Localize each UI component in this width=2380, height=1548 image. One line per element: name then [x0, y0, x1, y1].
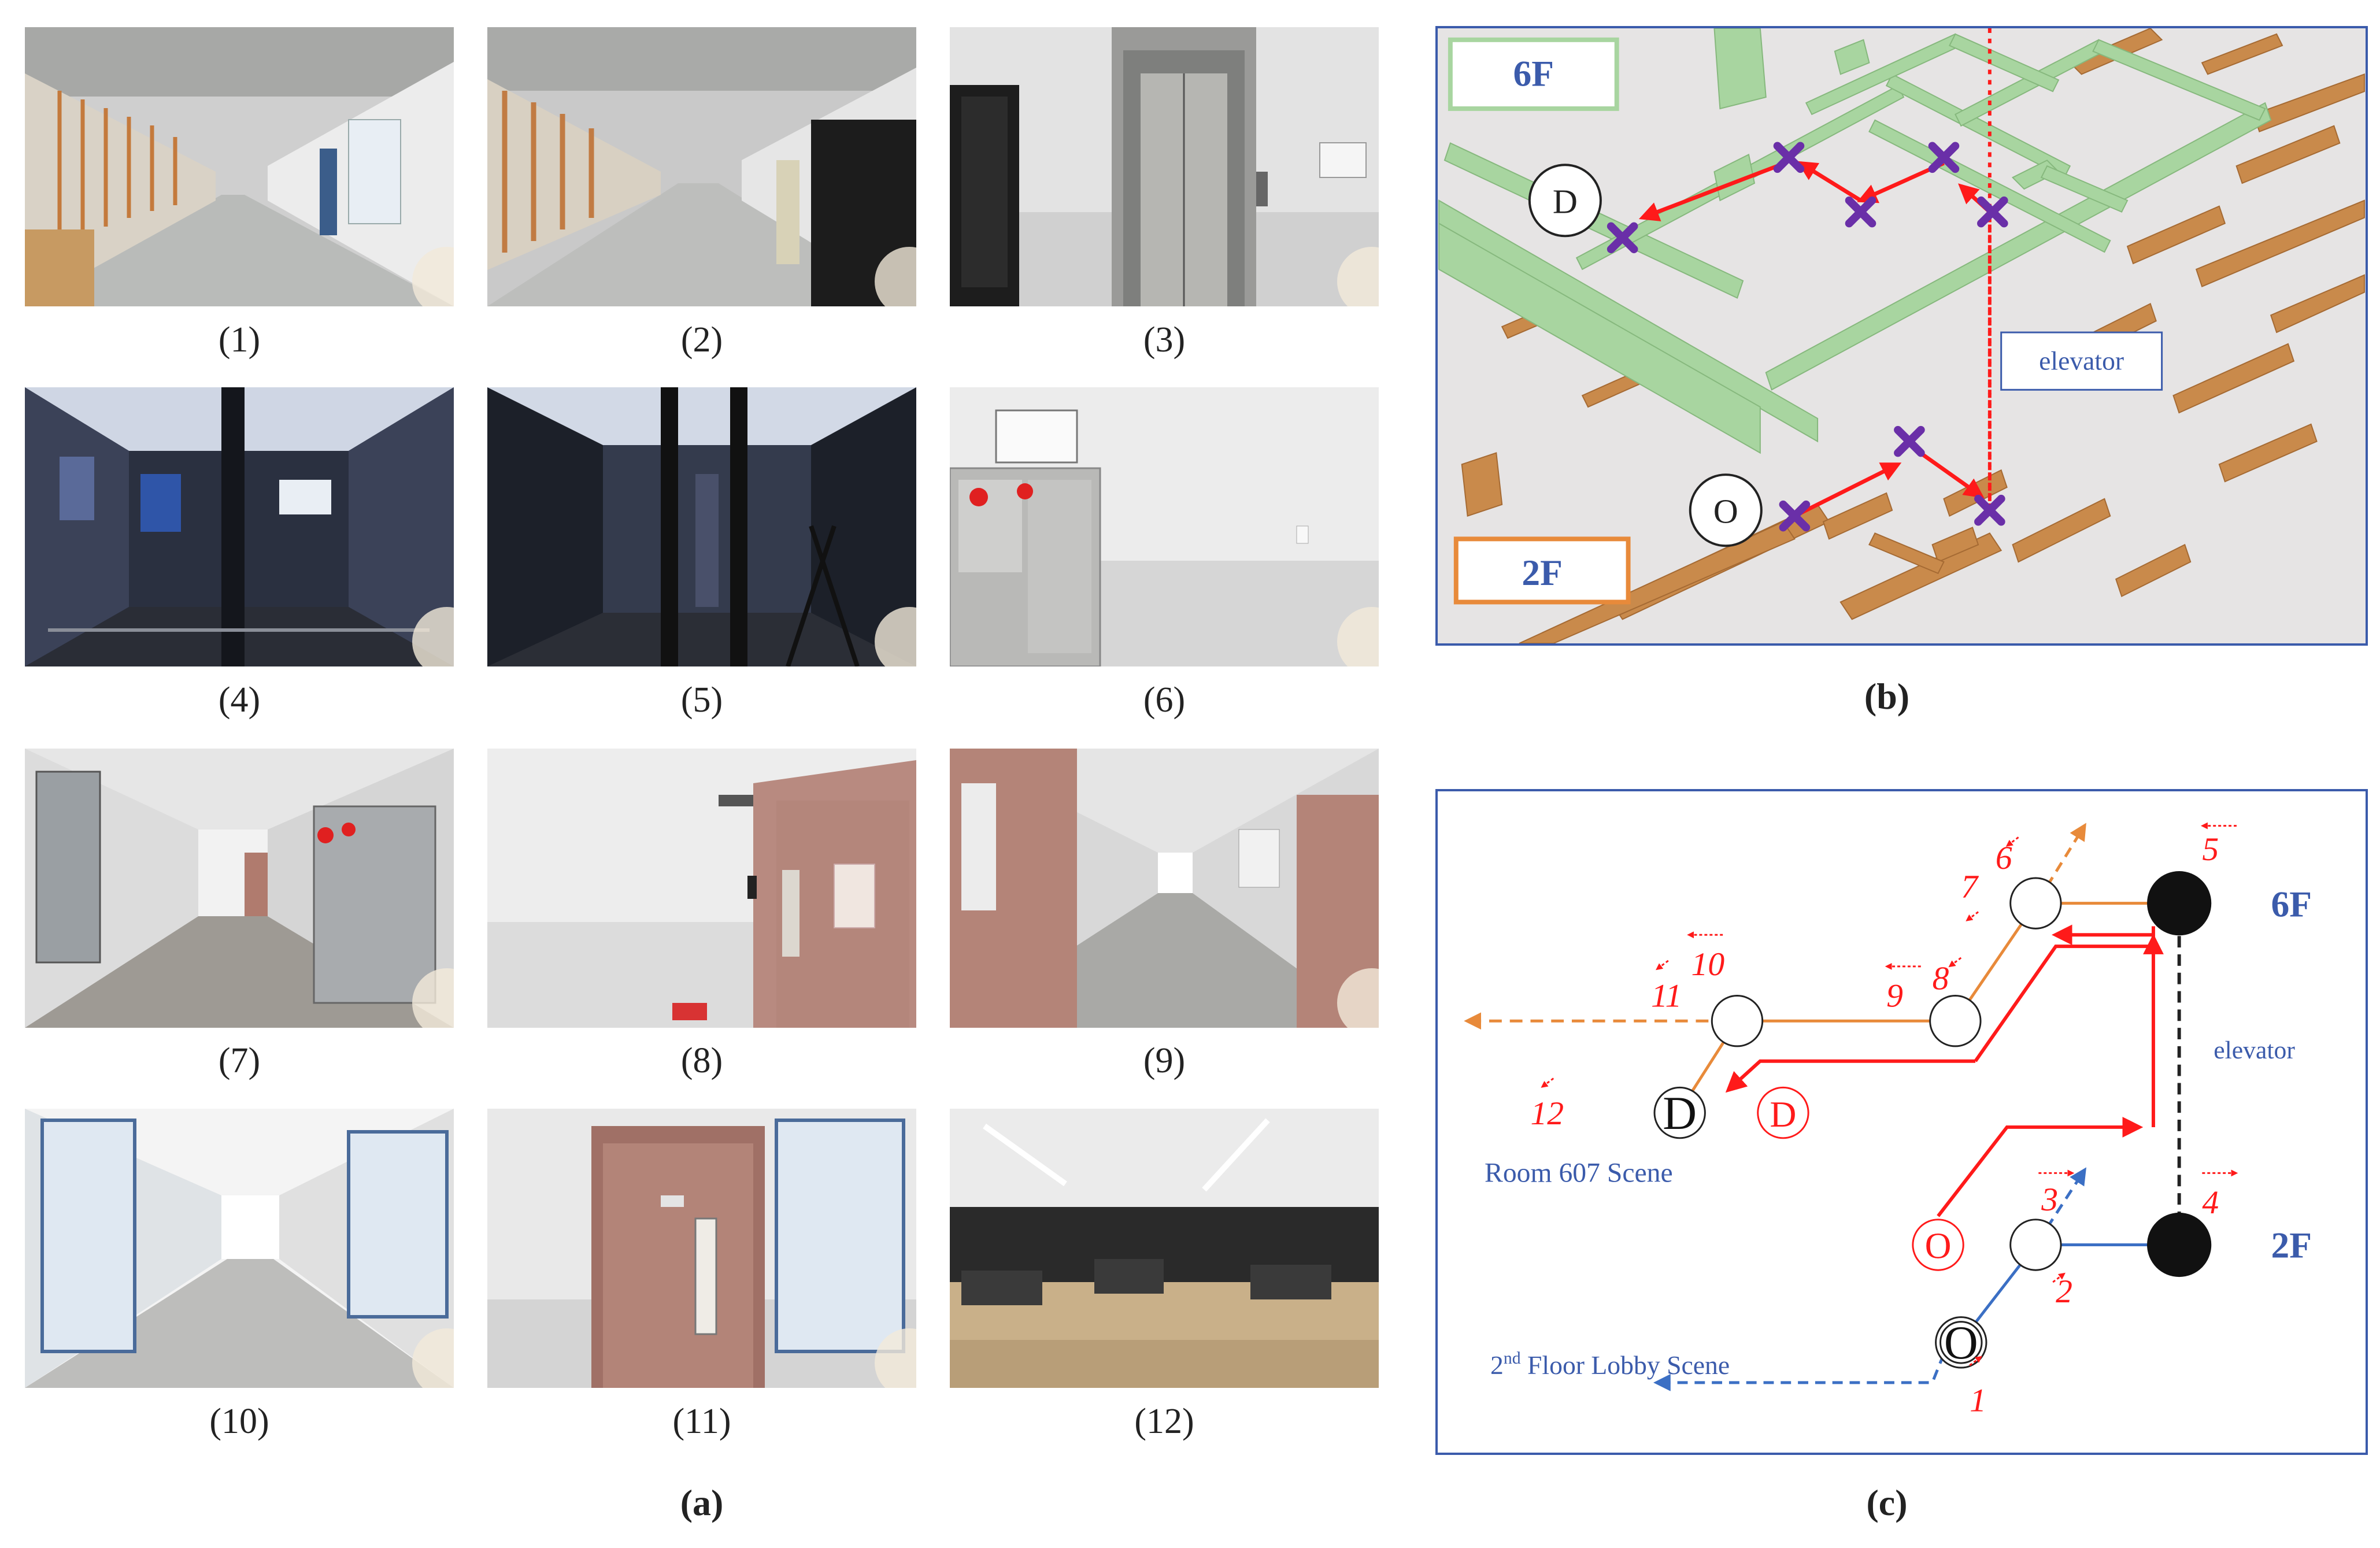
- upper-floor-walls: [1438, 28, 2272, 454]
- photo-caption: (9): [1143, 1041, 1186, 1080]
- upper-floor-edges: [1464, 823, 2179, 1094]
- photo-4-elevator-interior: [25, 387, 454, 666]
- lower-floor-edges: [1653, 1167, 2179, 1391]
- destination-label: D: [1553, 183, 1578, 221]
- photo-caption: (10): [209, 1402, 269, 1441]
- panel-b-label: (b): [1864, 676, 1910, 717]
- node-origin: [1935, 1316, 1987, 1369]
- photo-5-elevator-interior: [487, 387, 916, 666]
- label-box-2f: [1453, 536, 1631, 605]
- origin-red-label: O: [1925, 1225, 1952, 1266]
- svg-text:12: 12: [1530, 1095, 1564, 1132]
- panel-c-label: (c): [1866, 1482, 1908, 1523]
- graph-elevator-label: elevator: [2214, 1036, 2295, 1064]
- svg-text:7: 7: [1961, 869, 1979, 905]
- floor-model-svg: 6F 2F elevator: [1438, 28, 2365, 643]
- step-labels: 1 2 3 4 5 6 7 8 9 10 11 12: [1530, 831, 2219, 1419]
- dest-red-label: D: [1770, 1094, 1796, 1135]
- photo-caption: (2): [680, 320, 723, 360]
- elevator-label-box: [2000, 331, 2163, 391]
- dest-black-label: D: [1663, 1087, 1697, 1139]
- node-destination: [1653, 1086, 1706, 1139]
- node-6f-elevator: [2147, 871, 2212, 936]
- panel-b-floor-model: 6F 2F elevator: [1435, 26, 2368, 646]
- step-direction-arrows: [1541, 822, 2238, 1366]
- label-box-6f: [1448, 37, 1619, 111]
- node-2f-elevator: [2147, 1212, 2212, 1277]
- svg-text:11: 11: [1651, 977, 1682, 1014]
- photo-1-corridor: [25, 27, 454, 306]
- photo-caption: (11): [672, 1402, 731, 1441]
- route-segment-upper-a: [1974, 926, 2155, 1062]
- svg-text:1: 1: [1970, 1383, 1986, 1419]
- floor-label-2f: 2F: [1522, 552, 1563, 593]
- panel-c-route-graph: D D O O 6F 2F elevator Room 607 Scene 2n…: [1435, 789, 2368, 1455]
- photo-caption: (7): [218, 1041, 261, 1080]
- destination-marker: [1528, 164, 1602, 238]
- photo-9-long-hallway: [950, 749, 1379, 1028]
- room-scene-label: Room 607 Scene: [1485, 1158, 1673, 1188]
- svg-text:6: 6: [1996, 840, 2012, 876]
- photo-7-hallway: [25, 749, 454, 1028]
- svg-text:8: 8: [1933, 961, 1949, 997]
- node-6f-hall: [1929, 995, 1982, 1047]
- graph-floor-2f: 2F: [2271, 1224, 2312, 1265]
- photo-caption: (12): [1134, 1402, 1194, 1441]
- route-segment-upper-b: [1725, 1059, 1976, 1093]
- photo-caption: (4): [218, 680, 261, 720]
- photo-3-elevator: [950, 27, 1379, 306]
- waypoint-markers: [1607, 142, 2008, 532]
- photo-caption: (6): [1143, 680, 1186, 720]
- svg-text:4: 4: [2202, 1184, 2219, 1221]
- photo-8-door: [487, 749, 916, 1028]
- svg-text:5: 5: [2202, 831, 2219, 868]
- node-destination-red: [1757, 1086, 1809, 1139]
- origin-marker: [1689, 473, 1763, 547]
- floor-label-6f: 6F: [1513, 53, 1554, 94]
- photo-caption: (8): [680, 1041, 723, 1080]
- node-2f-junction: [2009, 1219, 2062, 1271]
- graph-floor-6f: 6F: [2271, 883, 2312, 924]
- photo-2-corridor: [487, 27, 916, 306]
- panel-a-label: (a): [680, 1482, 724, 1523]
- photo-caption: (5): [680, 680, 723, 720]
- svg-text:10: 10: [1691, 946, 1725, 983]
- node-origin-red: [1912, 1219, 1964, 1271]
- elevator-label: elevator: [2039, 346, 2124, 376]
- lobby-scene-label: 2nd Floor Lobby Scene: [1490, 1349, 1730, 1380]
- node-6f-room-junction: [1711, 995, 1764, 1047]
- origin-label: O: [1713, 492, 1738, 531]
- route-segment-lower: [1937, 1117, 2144, 1217]
- node-6f-junction: [2009, 877, 2062, 929]
- photo-caption: (3): [1143, 320, 1186, 360]
- photo-10-bright-hallway: [25, 1109, 454, 1388]
- photo-caption: (1): [218, 320, 261, 360]
- svg-text:9: 9: [1886, 977, 1903, 1014]
- photo-12-classroom: [950, 1109, 1379, 1388]
- photo-11-room-door: [487, 1109, 916, 1388]
- svg-text:3: 3: [2041, 1182, 2058, 1218]
- origin-black-label: O: [1944, 1316, 1978, 1369]
- route-graph-svg: D D O O 6F 2F elevator Room 607 Scene 2n…: [1464, 822, 2312, 1419]
- photo-6-fire-cabinet: [950, 387, 1379, 666]
